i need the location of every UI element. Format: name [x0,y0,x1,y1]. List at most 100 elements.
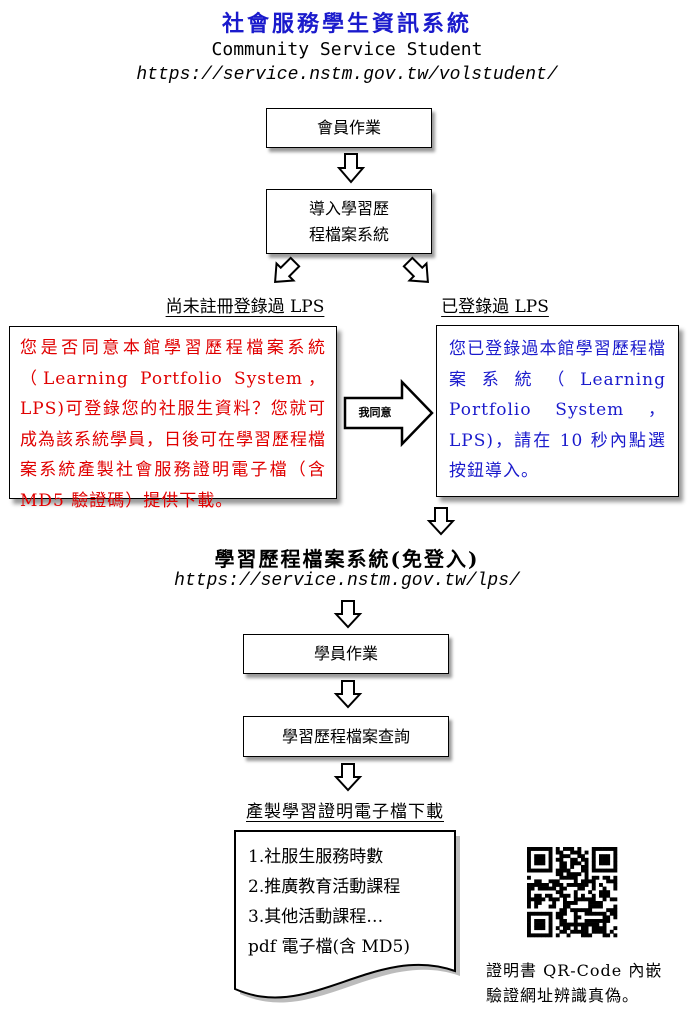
lps-query-label: 學習歷程檔案查詢 [281,726,410,746]
qr-module [563,901,567,905]
qr-module [613,933,618,938]
qr-module [584,850,589,855]
qr-module [559,861,564,866]
qr-module [552,886,557,891]
agree-label[interactable]: 我同意 [358,406,392,419]
qr-module [577,854,582,859]
qr-module [555,879,560,884]
qr-module [563,904,567,909]
registered-box: 您已登錄過本館學習歷程檔案系統（Learning Portfolio Syste… [436,325,679,497]
qr-module [548,933,553,938]
qr-module [548,929,553,934]
import-lps-box: 導入學習歷 程檔案系統 [266,189,432,254]
consent-box: 您是否同意本館學習歷程檔案系統（Learning Portfolio Syste… [9,326,337,511]
qr-module [581,922,585,927]
qr-module [548,893,553,898]
qr-module [570,929,575,934]
qr-module [588,904,593,909]
qr-module [548,847,553,851]
qr-module [534,847,539,851]
qr-module [584,922,589,927]
qr-module [599,883,603,887]
qr-module [599,854,603,859]
qr-module [573,875,578,880]
qr-module [563,911,567,916]
qr-module [570,875,575,880]
qr-module [573,901,578,905]
qr-module [595,904,600,909]
qr-module [555,897,560,902]
qr-module [573,879,578,884]
qr-module [588,919,593,923]
qr-module [541,868,546,873]
qr-module [563,929,567,934]
qr-module [537,893,542,898]
qr-module [559,911,564,916]
lps-url[interactable]: https://service.nstm.gov.tw/lps/ [174,571,520,591]
qr-module [591,904,596,909]
qr-module [606,915,611,920]
qr-module [591,868,596,873]
qr-module [602,911,607,916]
qr-module [591,857,596,862]
system-subtitle: Community Service Student [211,39,483,60]
qr-module [613,861,618,866]
qr-module [573,883,578,887]
qr-module [584,865,589,869]
qr-module [609,847,614,851]
qr-module [541,926,546,931]
qr-module [527,893,531,898]
qr-module [581,908,585,913]
qr-module [545,847,549,851]
qr-module [527,915,531,920]
qr-module [566,904,571,909]
qr-module [570,850,575,855]
qr-module [591,929,596,934]
qr-module [559,868,564,873]
qr-module [595,926,600,931]
qr-module [541,919,546,923]
qr-module [584,875,589,880]
qr-module [527,922,531,927]
qr-module [555,857,560,862]
qr-module [595,901,600,905]
qr-module [552,901,557,905]
qr-module [584,933,589,938]
qr-module [577,886,582,891]
qr-module [527,861,531,866]
qr-module [602,897,607,902]
qr-module [527,904,531,909]
qr-module [570,865,575,869]
qr-module [573,919,578,923]
qr-module [527,933,531,938]
qr-module [599,868,603,873]
qr-module [537,922,542,927]
qr-module [570,883,575,887]
qr-module [588,890,593,895]
qr-module [537,901,542,905]
qr-module [584,929,589,934]
qr-caption-line2: 驗證網址辨識真偽。 [486,986,640,1005]
qr-module [595,847,600,851]
qr-module [559,922,564,927]
qr-module [591,893,596,898]
qr-module [602,919,607,923]
qr-module [527,868,531,873]
qr-module [602,915,607,920]
qr-module [581,879,585,884]
qr-module [552,879,557,884]
qr-module [602,861,607,866]
qr-module [559,908,564,913]
document-items: 1.社服生服務時數 2.推廣教育活動課程 3.其他活動課程… pdf 電子檔(含… [248,842,410,962]
qr-module [534,857,539,862]
qr-module [602,933,607,938]
qr-module [584,919,589,923]
qr-module [584,911,589,916]
qr-module [534,861,539,866]
qr-module [527,926,531,931]
qr-module [602,890,607,895]
qr-module [606,879,611,884]
system-url[interactable]: https://service.nstm.gov.tw/volstudent/ [136,65,558,85]
qr-module [577,922,582,927]
qr-module [591,850,596,855]
